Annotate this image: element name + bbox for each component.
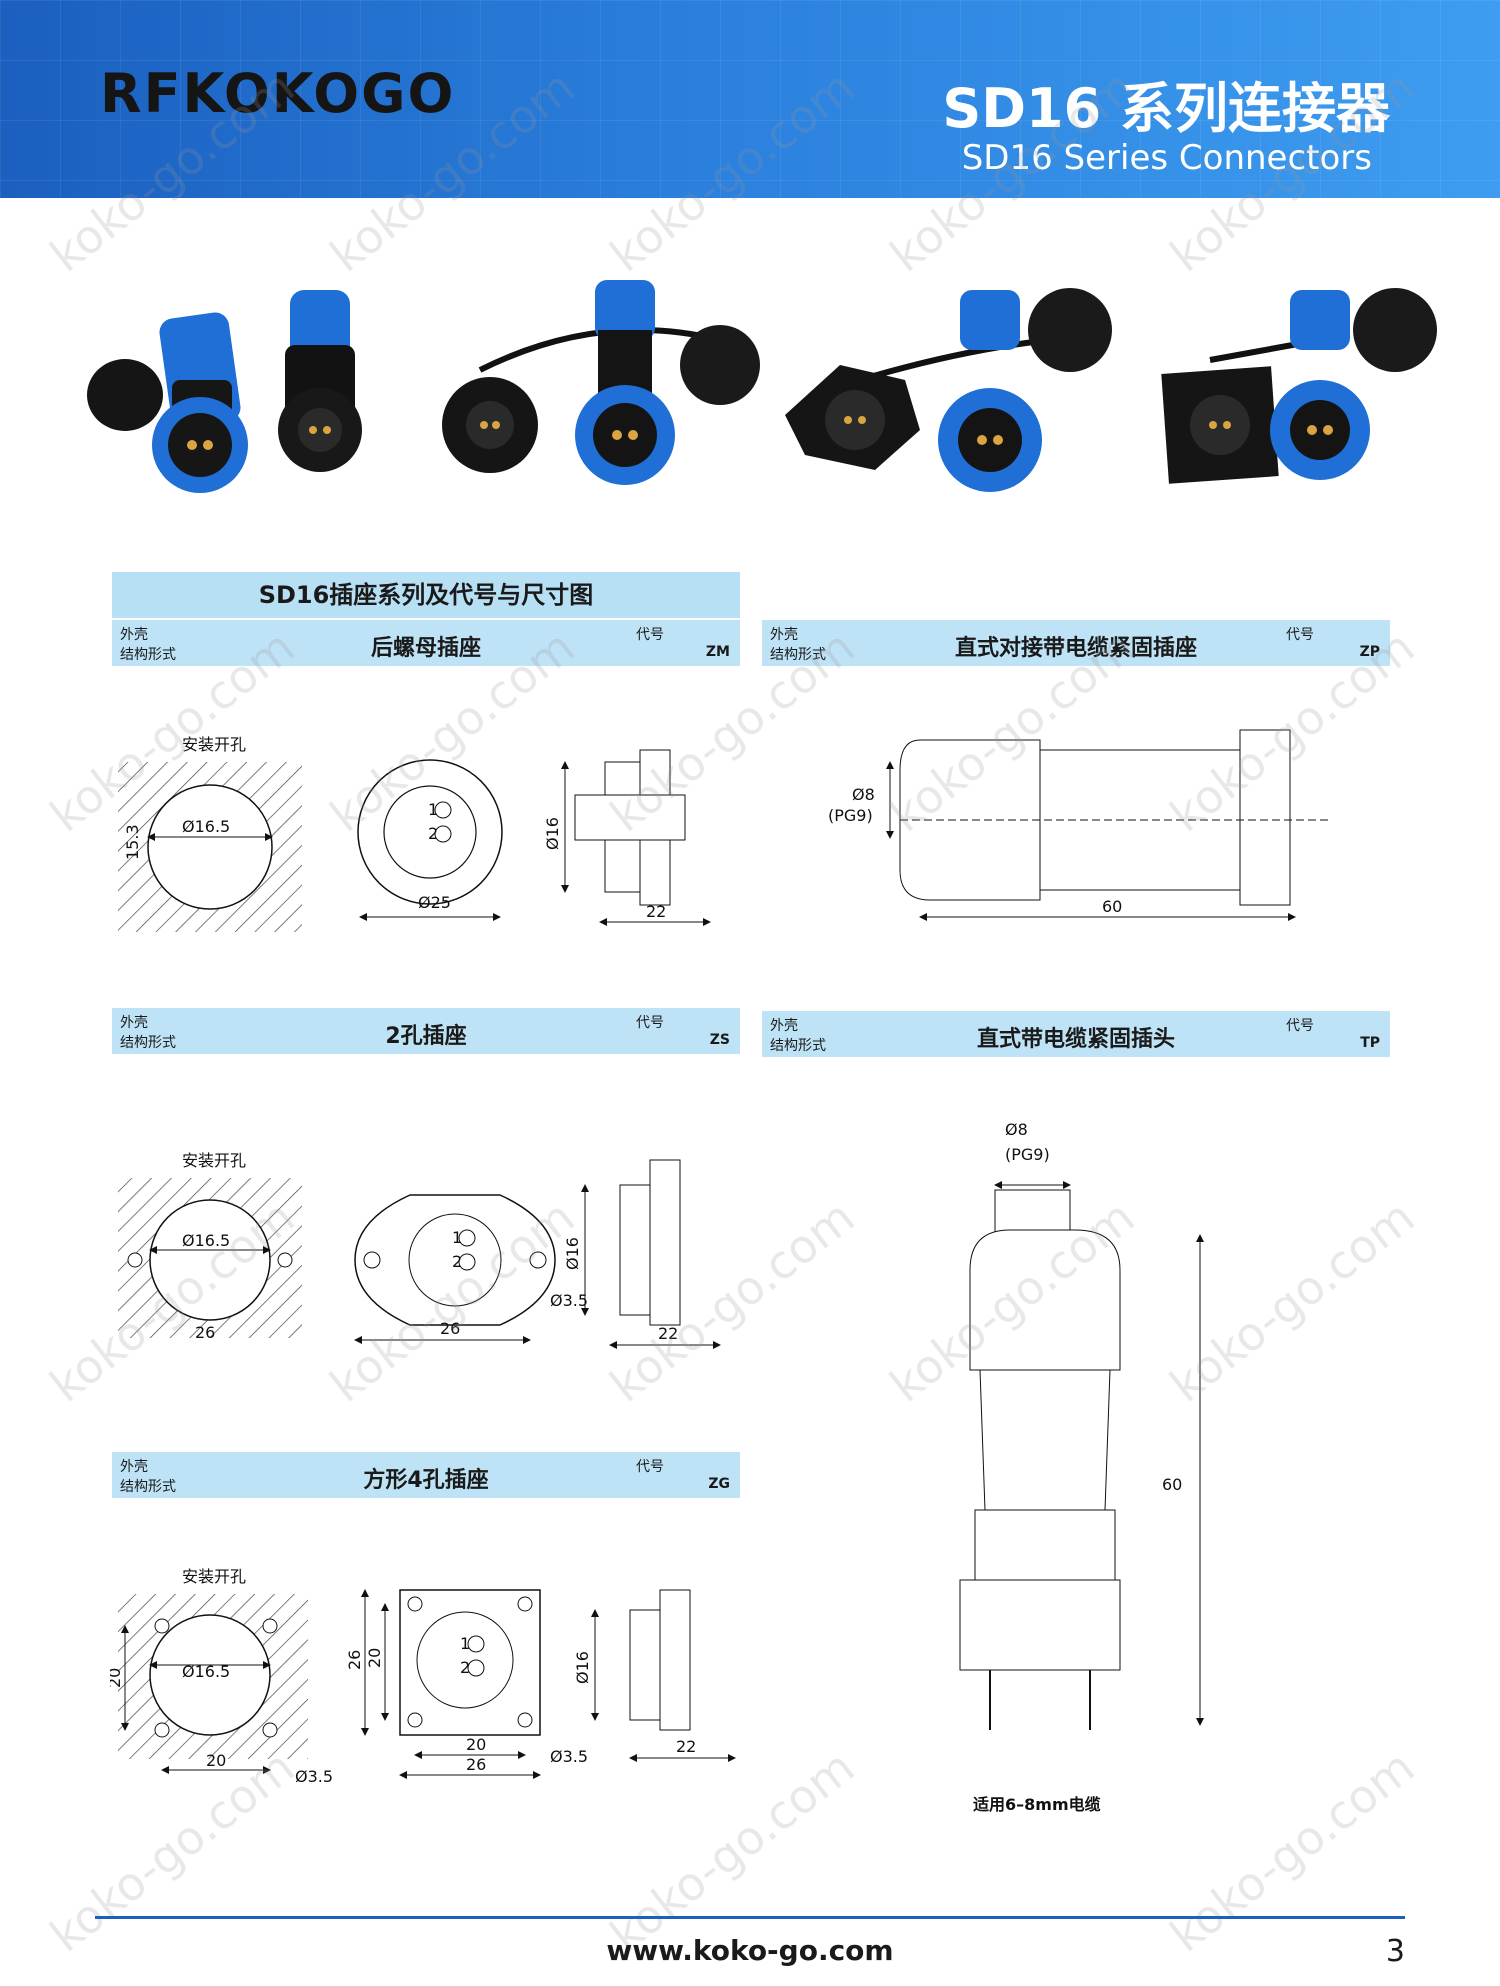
brand-logo: RFKOKOGO <box>100 62 456 125</box>
length-dim: 22 <box>646 902 666 921</box>
table-title: SD16插座系列及代号与尺寸图 <box>112 572 740 618</box>
hole-dim: Ø16.5 <box>182 1662 230 1681</box>
structure-label: 结构形式 <box>770 1038 826 1054</box>
page-number: 3 <box>1385 1934 1405 1969</box>
section-header-zm: 外壳 结构形式 后螺母插座 代号 ZM <box>112 620 740 666</box>
hole-spacing-v2: 20 <box>365 1648 384 1668</box>
mount-hole-dim-b: Ø3.5 <box>550 1747 588 1766</box>
length-dim: 60 <box>1162 1475 1182 1494</box>
body-dia-dim: Ø16 <box>563 1237 582 1270</box>
header-pattern <box>0 0 1500 198</box>
hole-dim: Ø16.5 <box>182 1231 230 1250</box>
face-width-dim: 26 <box>440 1319 460 1338</box>
page-header <box>0 0 1500 198</box>
pin-1: 1 <box>460 1634 470 1653</box>
install-hole-label: 安装开孔 <box>182 1151 246 1170</box>
install-hole-label: 安装开孔 <box>182 735 246 754</box>
mount-hole-dim-a: Ø3.5 <box>295 1767 333 1786</box>
drawing-zs: 安装开孔 Ø16.5 26 1 2 26 Ø3.5 Ø16 22 <box>118 1151 721 1349</box>
product-photo-zp <box>442 280 760 485</box>
section-code: ZM <box>705 644 730 660</box>
page-title-en: SD16 Series Connectors <box>961 138 1372 178</box>
pin-2: 2 <box>460 1658 470 1677</box>
structure-label: 结构形式 <box>120 1035 176 1051</box>
pin-2: 2 <box>428 824 438 843</box>
drawing-tp: Ø8 (PG9) 60 适用6–8mm电缆 <box>959 1120 1204 1814</box>
shell-label: 外壳 <box>120 1015 148 1031</box>
section-code: ZP <box>1359 644 1380 660</box>
hole-spacing-h2: 20 <box>466 1735 486 1754</box>
section-header-tp: 外壳 结构形式 直式带电缆紧固插头 代号 TP <box>762 1011 1390 1057</box>
code-label: 代号 <box>636 627 664 643</box>
pin-1: 1 <box>428 800 438 819</box>
length-dim: 22 <box>676 1737 696 1756</box>
drawing-zg: 安装开孔 Ø16.5 20 20 Ø3.5 1 2 26 20 20 26 Ø3… <box>110 1567 736 1786</box>
section-name: 直式对接带电缆紧固插座 <box>954 636 1197 661</box>
section-name: 直式带电缆紧固插头 <box>976 1027 1175 1052</box>
body-dia-dim: Ø16 <box>543 817 562 850</box>
length-dim: 60 <box>1102 897 1122 916</box>
section-header-zp: 外壳 结构形式 直式对接带电缆紧固插座 代号 ZP <box>762 620 1390 666</box>
hole-dim: Ø16.5 <box>182 817 230 836</box>
pin-2: 2 <box>452 1252 462 1271</box>
code-label: 代号 <box>636 1015 664 1031</box>
section-header-zs: 外壳 结构形式 2孔插座 代号 ZS <box>112 1008 740 1054</box>
flange-height: 26 <box>345 1650 364 1670</box>
structure-label: 结构形式 <box>120 1479 176 1495</box>
flange-width: 26 <box>466 1755 486 1774</box>
install-hole-label: 安装开孔 <box>182 1567 246 1586</box>
section-name: 后螺母插座 <box>370 636 481 661</box>
flange-width-dim: 26 <box>195 1323 215 1342</box>
footer-url[interactable]: www.koko-go.com <box>606 1934 894 1967</box>
shell-label: 外壳 <box>770 1018 798 1034</box>
section-code: ZG <box>708 1476 730 1492</box>
section-name: 2孔插座 <box>385 1024 467 1049</box>
hole-spacing-v: 20 <box>110 1668 124 1688</box>
pin-1: 1 <box>452 1228 462 1247</box>
product-photo-zm <box>87 290 362 493</box>
mount-hole-dim: Ø3.5 <box>550 1291 588 1310</box>
page-title-cn: SD16 系列连接器 <box>942 77 1390 140</box>
section-code: ZS <box>709 1032 730 1048</box>
cable-range-note: 适用6–8mm电缆 <box>973 1795 1101 1814</box>
product-photo-zs <box>785 288 1112 492</box>
body-dia-dim: Ø16 <box>573 1651 592 1684</box>
structure-label: 结构形式 <box>770 647 826 663</box>
product-photo-zg <box>1161 288 1437 484</box>
shell-label: 外壳 <box>120 627 148 643</box>
drawing-zm: 安装开孔 Ø16.5 15.3 1 2 Ø25 Ø16 22 <box>118 735 711 932</box>
code-label: 代号 <box>1286 627 1314 643</box>
cable-gland-dim: (PG9) <box>1005 1145 1050 1164</box>
shell-label: 外壳 <box>120 1459 148 1475</box>
height-dim: 15.3 <box>123 824 142 860</box>
structure-label: 结构形式 <box>120 647 176 663</box>
section-header-zg: 外壳 结构形式 方形4孔插座 代号 ZG <box>112 1452 740 1498</box>
length-dim: 22 <box>658 1324 678 1343</box>
shell-label: 外壳 <box>770 627 798 643</box>
cable-gland-dim: (PG9) <box>828 806 873 825</box>
code-label: 代号 <box>1286 1018 1314 1034</box>
section-name: 方形4孔插座 <box>363 1468 489 1493</box>
cable-dia-dim: Ø8 <box>852 785 875 804</box>
footer-divider <box>95 1916 1405 1919</box>
section-code: TP <box>1360 1035 1380 1051</box>
face-dim: Ø25 <box>418 893 451 912</box>
hole-spacing-h: 20 <box>206 1751 226 1770</box>
cable-dia-dim: Ø8 <box>1005 1120 1028 1139</box>
code-label: 代号 <box>636 1459 664 1475</box>
drawing-zp: Ø8 (PG9) 60 <box>828 729 1330 921</box>
